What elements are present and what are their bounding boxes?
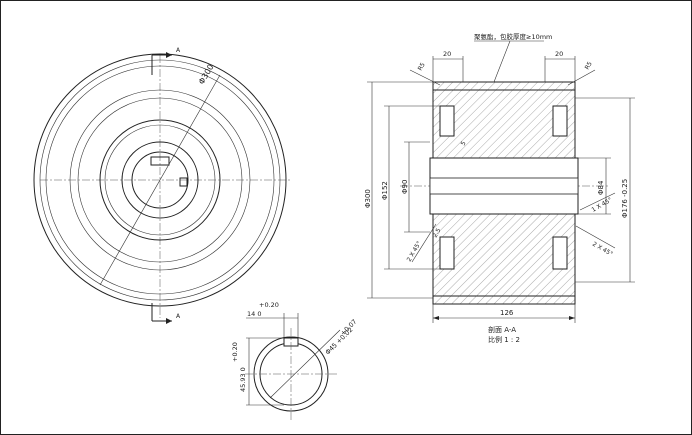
- hub-dia-leader: [269, 329, 341, 399]
- dim-dia90-label: Φ90: [401, 180, 409, 194]
- r5-right-label: R5: [584, 60, 594, 71]
- dim-126-arrow-right-icon: [569, 316, 575, 320]
- section-label-top: A: [176, 47, 181, 54]
- chamfer-1x45-leader: [579, 192, 616, 211]
- bore-circle: [131, 151, 189, 209]
- wheel-web-circle: [69, 89, 251, 271]
- wheel-web-inner-circle: [77, 97, 243, 263]
- chamfer-2x45-left-label: 2 X 45°: [406, 240, 423, 263]
- chamfer-inner-label: 5: [460, 140, 468, 147]
- hub-dim14-tol: +0.20: [259, 301, 279, 309]
- section-arrow-top-icon: [166, 52, 172, 58]
- section-title: 剖面 A-A: [488, 325, 516, 334]
- keyway-channel: [429, 177, 579, 195]
- r5-right-leader: [567, 69, 596, 86]
- dim-126-label: 126: [500, 309, 514, 317]
- small-square: [179, 177, 188, 187]
- dim-dia176-label: Φ176 -0.25: [621, 179, 629, 218]
- section-arrow-bottom-icon: [166, 318, 172, 324]
- section-scale: 比例 1 : 2: [488, 335, 520, 344]
- hub-inner-circle: [104, 124, 216, 236]
- dim-left-20: 20: [443, 50, 451, 58]
- dim-126-arrow-left-icon: [433, 316, 439, 320]
- wheel-rim-inner-circle: [45, 65, 275, 295]
- dim-dia300-label: Φ300: [364, 189, 372, 208]
- r5-left-leader: [409, 69, 441, 86]
- r5-left-label: R5: [417, 61, 427, 72]
- material-note: 聚氨酯，包胶厚度≥10mm: [474, 32, 552, 41]
- chamfer-2x45-right-leader: [575, 225, 616, 249]
- material-note-leader: [493, 40, 511, 83]
- dim-right-20: 20: [555, 50, 563, 58]
- hub-dim45-label: 45.93 0: [239, 367, 247, 392]
- chamfer-2x45-left-leader: [411, 223, 437, 263]
- hub-outer-circle: [99, 119, 221, 241]
- keyway: [150, 156, 170, 166]
- diameter-leader: [99, 74, 221, 286]
- bore-outer-circle: [121, 141, 199, 219]
- section-view: 聚氨酯，包胶厚度≥10mm 20 20 R5 R5 5 Φ300 Φ152 Φ9…: [364, 32, 635, 344]
- hub-dim14-label: 14 0: [247, 310, 261, 318]
- front-diameter-label: Φ300: [197, 63, 216, 86]
- hub-dim45-tol: +0.20: [231, 342, 239, 362]
- dim-dia152-label: Φ152: [381, 181, 389, 200]
- hub-detail-view: +0.20 14 0 +0.20 45.93 0 +0.07 Φ45 +0.02: [231, 301, 359, 420]
- wheel-outer-circle: [33, 53, 287, 307]
- front-view: A A Φ300: [33, 47, 290, 324]
- pocket-top-left: [439, 105, 455, 137]
- hub-detail-outer-circle: [253, 336, 329, 412]
- section-label-bottom: A: [176, 313, 181, 320]
- chamfer-small-label: 2.5: [432, 227, 443, 239]
- dim-dia84-label: Φ84: [597, 180, 605, 195]
- wheel-rim-circle: [39, 59, 281, 301]
- pocket-bottom-right: [552, 236, 568, 270]
- pocket-bottom-left: [439, 236, 455, 270]
- pocket-top-right: [552, 105, 568, 137]
- chamfer-2x45-right-label: 2 X 45°: [591, 241, 614, 258]
